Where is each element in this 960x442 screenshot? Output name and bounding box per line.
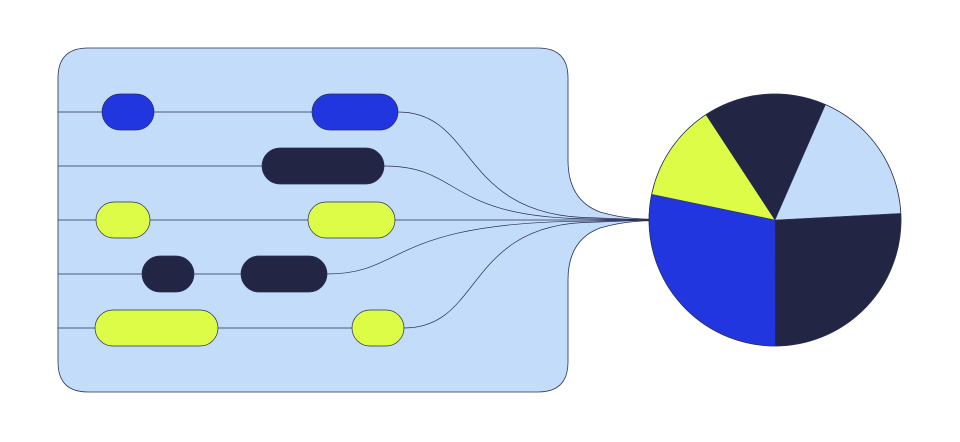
merge-curve <box>383 165 651 221</box>
data-pill-lime <box>95 201 151 239</box>
data-pills <box>94 93 405 347</box>
data-pill-navy <box>240 255 328 293</box>
data-pill-navy <box>141 255 195 293</box>
data-pill-lime <box>351 309 405 347</box>
pie-outline <box>648 93 902 347</box>
data-pill-blue <box>101 93 155 131</box>
pie-slice-2 <box>648 194 776 347</box>
data-pill-navy <box>261 147 385 185</box>
data-pill-blue <box>311 93 399 131</box>
data-pill-lime <box>94 309 219 347</box>
merge-curve <box>397 111 651 221</box>
pie-slice-1 <box>774 213 902 347</box>
pie-chart <box>648 93 902 347</box>
data-pill-lime <box>307 201 396 239</box>
merge-curve <box>326 219 651 275</box>
merge-curve <box>403 219 651 329</box>
